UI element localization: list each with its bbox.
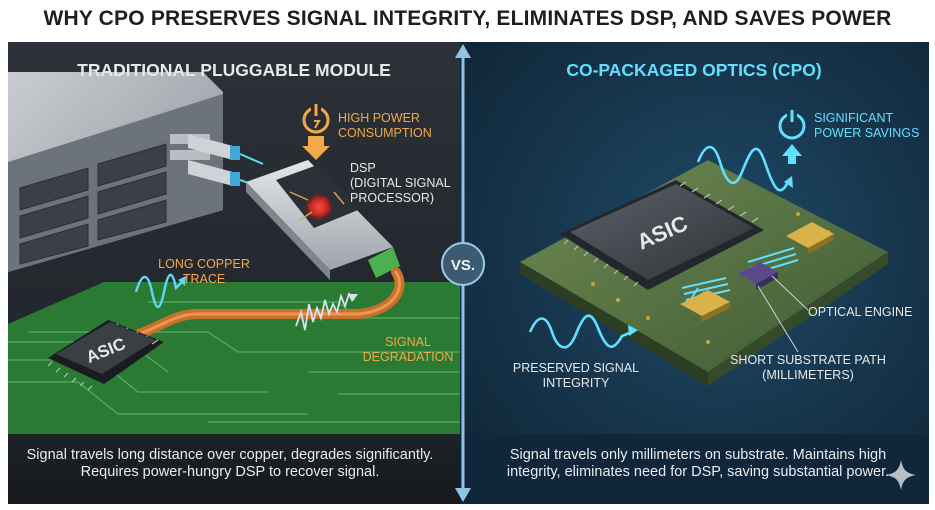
dsp-label-line1: DSP	[350, 161, 376, 175]
left-caption-line2: Requires power-hungry DSP to recover sig…	[14, 464, 446, 481]
comparison-diagram: ASIC TRADITIONAL PLUGGABLE MODULE HIGH P…	[8, 42, 929, 504]
high-power-label-line2: CONSUMPTION	[338, 126, 432, 140]
copper-trace-label-line2: TRACE	[183, 272, 225, 286]
short-path-label-line2: (MILLIMETERS)	[762, 368, 854, 382]
short-path-label-line1: SHORT SUBSTRATE PATH	[730, 353, 886, 367]
left-panel: ASIC TRADITIONAL PLUGGABLE MODULE HIGH P…	[8, 42, 460, 504]
dsp-label-line2: (DIGITAL SIGNAL	[350, 176, 451, 190]
right-caption: Signal travels only millimeters on subst…	[478, 447, 918, 481]
right-panel-heading: CO-PACKAGED OPTICS (CPO)	[566, 60, 821, 80]
copper-trace-label-line1: LONG COPPER	[158, 257, 250, 271]
main-title: WHY CPO PRESERVES SIGNAL INTEGRITY, ELIM…	[43, 7, 891, 31]
left-panel-heading: TRADITIONAL PLUGGABLE MODULE	[77, 60, 391, 80]
title-bar: WHY CPO PRESERVES SIGNAL INTEGRITY, ELIM…	[0, 0, 935, 38]
power-savings-label-line2: POWER SAVINGS	[814, 126, 919, 140]
right-caption-line1: Signal travels only millimeters on subst…	[478, 447, 918, 464]
preserved-signal-label-line2: INTEGRITY	[543, 376, 610, 390]
optical-engine-label: OPTICAL ENGINE	[808, 305, 912, 319]
degradation-label-line2: DEGRADATION	[363, 350, 454, 364]
left-caption: Signal travels long distance over copper…	[14, 447, 446, 481]
vs-label: VS.	[451, 257, 475, 274]
right-panel: ASIC	[460, 42, 929, 504]
degradation-label-line1: SIGNAL	[385, 335, 431, 349]
right-caption-line2: integrity, eliminates need for DSP, savi…	[478, 464, 918, 481]
power-savings-label-line1: SIGNIFICANT	[814, 111, 894, 125]
left-caption-line1: Signal travels long distance over copper…	[14, 447, 446, 464]
preserved-signal-label-line1: PRESERVED SIGNAL	[513, 361, 639, 375]
high-power-label-line1: HIGH POWER	[338, 111, 420, 125]
dsp-label-line3: PROCESSOR)	[350, 191, 434, 205]
